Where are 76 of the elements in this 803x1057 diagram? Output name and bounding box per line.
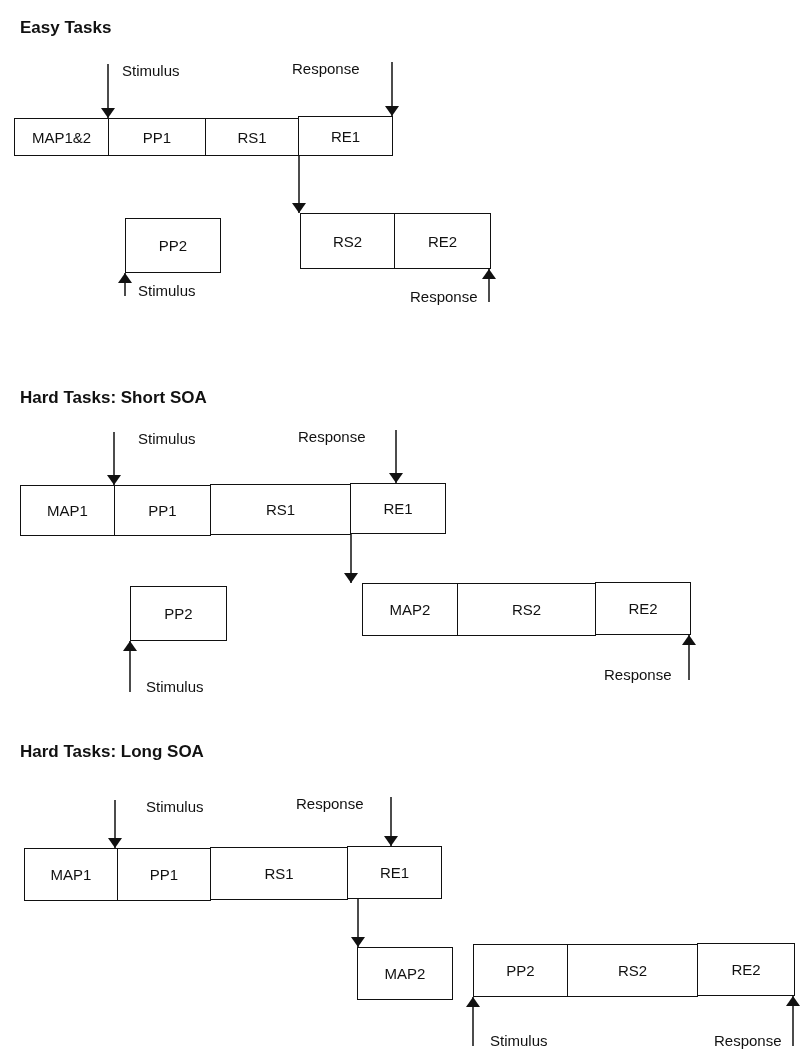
stage-box: [205, 118, 299, 156]
event-label: Stimulus: [124, 282, 215, 300]
stage-label: PP1: [149, 866, 179, 883]
event-label: Response: [292, 60, 393, 78]
stage-box: [130, 586, 227, 641]
stage-box: [394, 213, 491, 269]
arrow: [482, 268, 496, 303]
arrow: [292, 155, 306, 214]
arrow: [682, 634, 696, 681]
stage-box: [108, 118, 206, 156]
event-label: Stimulus: [129, 678, 220, 696]
stage-label: PP1: [142, 128, 172, 146]
stage-box: [595, 582, 691, 635]
stage-label: MAP1&2: [31, 128, 92, 146]
stage-label: MAP2: [384, 965, 426, 982]
stage-box: [457, 583, 596, 636]
arrow: [466, 996, 480, 1047]
event-label: Response: [714, 1032, 794, 1050]
stage-box: [567, 944, 698, 997]
stage-label: RS1: [265, 501, 296, 518]
arrow: [108, 799, 122, 849]
section-heading: Hard Tasks: Long SOA: [20, 742, 204, 762]
stage-label: MAP1: [50, 866, 92, 883]
stage-box: [117, 848, 211, 901]
stage-box: [473, 944, 568, 997]
stage-box: [210, 847, 348, 900]
stage-label: RE2: [731, 961, 761, 978]
event-label: Stimulus: [472, 1032, 563, 1050]
stage-label: MAP1: [47, 502, 88, 519]
arrow: [101, 63, 115, 119]
stage-label: RS1: [264, 865, 294, 882]
stage-label: RE2: [427, 232, 458, 250]
stage-label: MAP2: [389, 601, 431, 618]
stage-label: PP2: [506, 962, 535, 979]
stage-label: RE1: [379, 864, 410, 881]
stage-label: RE2: [628, 600, 658, 617]
stage-box: [125, 218, 221, 273]
section-heading: Easy Tasks: [20, 18, 112, 38]
event-label: Response: [604, 666, 690, 684]
event-label: Response: [296, 795, 392, 813]
section-heading: Hard Tasks: Short SOA: [20, 388, 207, 408]
event-label: Stimulus: [113, 430, 204, 448]
arrow: [351, 898, 365, 948]
arrow: [344, 533, 358, 584]
event-label: Stimulus: [114, 798, 215, 816]
stage-box: [114, 485, 211, 536]
stage-box: [362, 583, 458, 636]
stage-box: [298, 116, 393, 156]
arrow: [107, 431, 121, 486]
arrow: [389, 429, 403, 484]
stage-box: [24, 848, 118, 901]
stage-label: RE1: [330, 127, 361, 145]
event-label: Response: [410, 288, 490, 306]
stage-box: [357, 947, 453, 1000]
stage-box: [347, 846, 442, 899]
stage-box: [210, 484, 351, 535]
arrow: [123, 640, 137, 693]
stage-box: [14, 118, 109, 156]
stage-label: RS2: [511, 601, 542, 618]
arrow: [385, 61, 399, 117]
stage-label: PP2: [158, 237, 188, 254]
stage-label: RE1: [383, 500, 413, 517]
stage-box: [300, 213, 395, 269]
stage-box: [20, 485, 115, 536]
arrow: [384, 796, 398, 847]
arrow: [786, 995, 800, 1047]
event-label: Stimulus: [107, 62, 206, 80]
stage-label: RS1: [237, 128, 267, 146]
event-label: Response: [298, 428, 397, 446]
stage-label: PP2: [164, 605, 193, 622]
stage-box: [350, 483, 446, 534]
arrow: [118, 272, 132, 297]
stage-label: RS2: [617, 962, 648, 979]
stage-label: PP1: [148, 502, 177, 519]
stage-label: RS2: [332, 232, 363, 250]
stage-box: [697, 943, 795, 996]
